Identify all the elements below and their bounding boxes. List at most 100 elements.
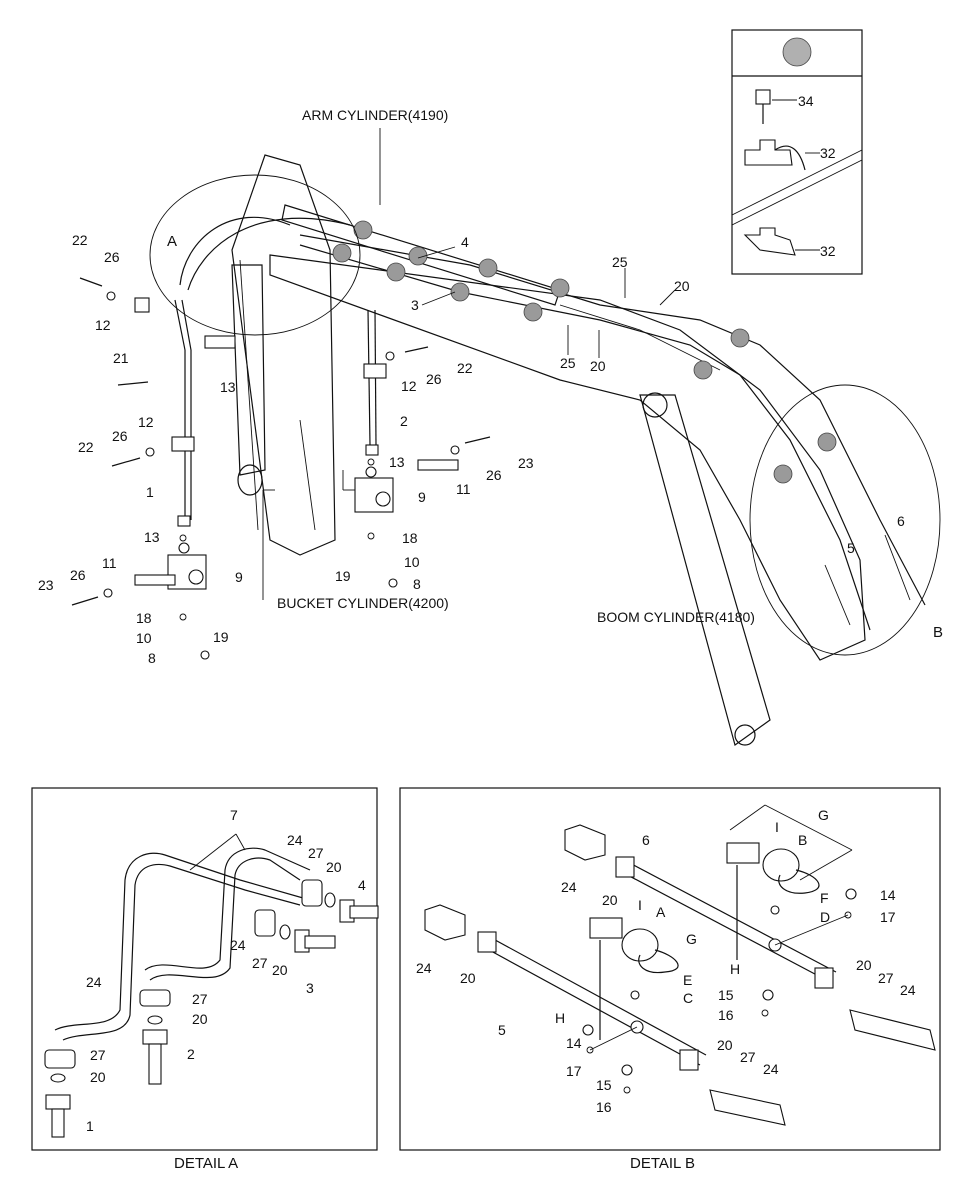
- callout: H: [555, 1010, 565, 1026]
- callout: 2: [187, 1046, 195, 1062]
- callout: G: [686, 931, 697, 947]
- callout: 12: [95, 317, 111, 333]
- callout: 26: [112, 428, 128, 444]
- callout: 26: [70, 567, 86, 583]
- callout: 34: [798, 93, 814, 109]
- callout: I: [638, 897, 642, 913]
- callout: 27: [252, 955, 268, 971]
- callout: 9: [418, 489, 426, 505]
- fittings: [71, 277, 491, 660]
- callout: 20: [602, 892, 618, 908]
- callout: 8: [148, 650, 156, 666]
- callout: 20: [460, 970, 476, 986]
- callout: 20: [717, 1037, 733, 1053]
- callout: 11: [456, 481, 471, 497]
- callout: 14: [566, 1035, 582, 1051]
- callout: 2: [400, 413, 408, 429]
- callout: 14: [880, 887, 896, 903]
- callout: 27: [878, 970, 894, 986]
- callout: 26: [426, 371, 442, 387]
- callout: 20: [590, 358, 606, 374]
- callout: 5: [847, 540, 855, 556]
- pipe-clamp-dots: [332, 220, 837, 484]
- callout: 27: [90, 1047, 106, 1063]
- callout: 15: [718, 987, 734, 1003]
- callout: 21: [113, 350, 129, 366]
- callout: 18: [402, 530, 418, 546]
- callout: 1: [146, 484, 154, 500]
- callout: 20: [856, 957, 872, 973]
- callout: 13: [144, 529, 160, 545]
- callout: 3: [306, 980, 314, 996]
- callout: 4: [461, 234, 469, 250]
- callout: 27: [308, 845, 324, 861]
- callout: 32: [820, 243, 836, 259]
- callout: 26: [104, 249, 120, 265]
- callout: 22: [457, 360, 473, 376]
- callout: 13: [389, 454, 405, 470]
- callout: 24: [287, 832, 303, 848]
- callout: 13: [220, 379, 236, 395]
- callout: 20: [674, 278, 690, 294]
- callout: 12: [138, 414, 154, 430]
- callout: 19: [213, 629, 229, 645]
- callout: F: [820, 890, 829, 906]
- callout: E: [683, 972, 692, 988]
- callout: 20: [90, 1069, 106, 1085]
- callout: 26: [486, 467, 502, 483]
- callout: 5: [498, 1022, 506, 1038]
- callout: 10: [136, 630, 152, 646]
- callout: 25: [560, 355, 576, 371]
- callout: 24: [230, 937, 246, 953]
- callout: 17: [566, 1063, 582, 1079]
- callout: 10: [404, 554, 420, 570]
- callout: 16: [718, 1007, 734, 1023]
- callout: 20: [272, 962, 288, 978]
- callout: 22: [78, 439, 94, 455]
- callout: 24: [86, 974, 102, 990]
- arm-cylinder-label: ARM CYLINDER(4190): [302, 107, 448, 123]
- detail-a-title: DETAIL A: [174, 1155, 238, 1172]
- callout: 24: [416, 960, 432, 976]
- boom-cylinder-label: BOOM CYLINDER(4180): [597, 609, 755, 625]
- clamp-inset: 34 32 32: [731, 29, 863, 275]
- callout: 6: [642, 832, 650, 848]
- detail-b-panel: DETAIL B: [399, 787, 941, 1172]
- detail-a-panel: DETAIL A 7 24 27 20 4 24 27 20 3 24: [31, 787, 379, 1172]
- callout: 23: [518, 455, 534, 471]
- callout: A: [656, 904, 666, 920]
- callout: 18: [136, 610, 152, 626]
- callout: 19: [335, 568, 351, 584]
- callout: 23: [38, 577, 54, 593]
- hydraulic-lines: [174, 216, 926, 631]
- main-callout-labels: 22 26 12 21 13 12 26 22 1 13 11 26 9 23 …: [38, 232, 905, 666]
- callout: 12: [401, 378, 417, 394]
- paint-mark-icon: [782, 37, 812, 67]
- callout: 16: [596, 1099, 612, 1115]
- callout: 27: [192, 991, 208, 1007]
- callout: 32: [820, 145, 836, 161]
- callout: 6: [897, 513, 905, 529]
- callout: 1: [86, 1118, 94, 1134]
- callout: 20: [326, 859, 342, 875]
- callout: 24: [900, 982, 916, 998]
- callout: 15: [596, 1077, 612, 1093]
- callout: 24: [763, 1061, 779, 1077]
- callout: G: [818, 807, 829, 823]
- valve-block-right: [354, 466, 394, 513]
- valve-block-left: [167, 542, 207, 590]
- callout: 25: [612, 254, 628, 270]
- detail-a-circle: [149, 174, 361, 336]
- callout: 8: [413, 576, 421, 592]
- bucket-cylinder-label: BUCKET CYLINDER(4200): [277, 595, 449, 611]
- detail-a-ref: A: [167, 233, 177, 250]
- detail-b-ref: B: [933, 624, 943, 641]
- callout: C: [683, 990, 693, 1006]
- callout: D: [820, 909, 830, 925]
- boom-arm-assembly: [231, 154, 866, 746]
- detail-b-title: DETAIL B: [630, 1155, 695, 1172]
- callout: 22: [72, 232, 88, 248]
- callout: I: [775, 819, 779, 835]
- detail-b-circle: [749, 384, 941, 656]
